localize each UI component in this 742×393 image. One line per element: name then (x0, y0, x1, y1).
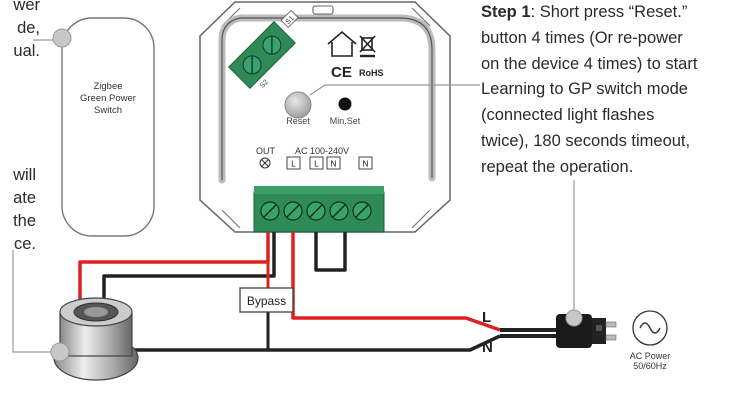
step-line-5: (connected light flashes (481, 106, 655, 125)
left-note-bottom-line2: ate (13, 189, 36, 207)
ac-power-icon (632, 310, 668, 346)
ac-label: AC 100-240V (295, 146, 349, 156)
ac-power-label-2: 50/60Hz (633, 361, 667, 371)
ac-power-label-1: AC Power (630, 351, 671, 361)
step-line-1: : Short press “Reset.” (530, 3, 688, 21)
step-line-3: on the device 4 times) to start (481, 54, 698, 73)
module-slot (312, 5, 334, 15)
power-plug (556, 309, 617, 348)
step-instructions: Step 1: Short press “Reset.” button 4 ti… (481, 0, 742, 181)
left-note-top-line2: de, (17, 19, 40, 37)
lamp-pointer-dot (50, 342, 70, 362)
left-note-bottom-line4: ce. (13, 235, 36, 253)
reset-button[interactable] (284, 91, 312, 119)
zigbee-switch: Zigbee Green Power Switch (52, 17, 155, 237)
terminal-markings (286, 156, 373, 170)
plug-pointer-dot (565, 309, 583, 327)
terminal-l1: L (291, 159, 296, 169)
left-note-top-line1: wer (13, 0, 40, 14)
left-note-top-line3: ual. (13, 42, 40, 60)
left-note-top: wer de, ual. (0, 0, 40, 63)
rohs-mark: RoHS (359, 68, 384, 78)
s1-label: S1 (285, 15, 296, 26)
step-callout-line (309, 84, 480, 96)
terminal-n2: N (362, 159, 368, 169)
left-note-bottom: will ate the ce. (0, 164, 36, 256)
step-line-2: button 4 times (Or re-power (481, 28, 683, 47)
out-label: OUT (256, 146, 276, 156)
ce-mark: CE (331, 64, 352, 81)
step-line-7: repeat the operation. (481, 157, 634, 176)
input-terminal-s1-s2: S1 (228, 9, 299, 89)
left-note-bottom-line3: the (13, 212, 36, 230)
s2-label: S2 (259, 79, 270, 90)
terminal-n1: N (330, 159, 336, 169)
wire-l-label: L (482, 309, 491, 326)
output-terminal-block (253, 186, 385, 233)
step-line-4: Learning to GP switch mode (481, 80, 688, 99)
min-set-label: Min.Set (330, 116, 361, 126)
reset-label: Reset (286, 116, 310, 126)
lamp-symbol-icon (259, 157, 271, 169)
bypass-label: Bypass (247, 294, 286, 308)
downlight-lamp (50, 297, 139, 381)
step-title: Step 1 (481, 3, 531, 21)
house-recycle-icon (327, 30, 376, 58)
switch-label-line2: Green Power (80, 93, 136, 104)
switch-label-line1: Zigbee (93, 81, 122, 92)
bypass-module: Bypass (239, 287, 294, 313)
step-line-6: twice), 180 seconds timeout, (481, 131, 691, 150)
min-set-button[interactable] (338, 97, 352, 111)
switch-pointer-dot (52, 28, 72, 48)
wires (78, 232, 560, 352)
terminal-l2: L (314, 159, 319, 169)
controller-module: S1 S2 CE RoHS Reset Min.Set OUT AC 100-2… (199, 1, 451, 233)
switch-label-line3: Switch (94, 105, 122, 116)
left-note-bottom-line1: will (13, 166, 36, 184)
wire-n-label: N (482, 339, 493, 356)
